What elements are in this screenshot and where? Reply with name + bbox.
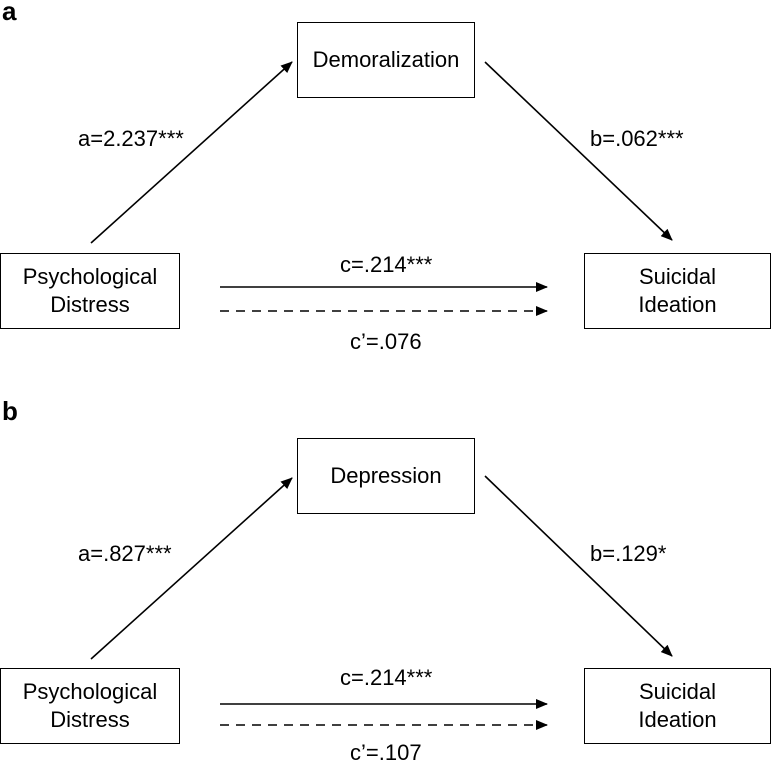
path-b-coefficient: b=.062*** [590,126,684,151]
mediation-diagram-a: a Demoralization Psychological Distress … [0,0,773,380]
panel-label: a [2,0,17,26]
independent-variable-box: Psychological Distress [0,253,180,329]
dependent-variable-box: Suicidal Ideation [584,253,771,329]
path-b-coefficient: b=.129* [590,541,667,566]
dependent-variable-box: Suicidal Ideation [584,668,771,744]
path-arrows [90,475,673,730]
path-c-prime-coefficient: c’=.107 [350,740,422,765]
panel-label: b [2,396,18,426]
path-c-coefficient: c=.214*** [340,252,433,277]
mediator-box: Depression [297,438,475,514]
mediator-box: Demoralization [297,22,475,98]
path-a-arrow [90,61,293,244]
path-arrows [90,61,673,316]
path-c-prime-coefficient: c’=.076 [350,329,422,354]
path-b-arrow [484,61,673,241]
path-a-coefficient: a=2.237*** [78,126,184,151]
path-a-arrow [90,477,293,660]
mediation-diagram-b: b Depression Psychological Distress Suic… [0,396,773,780]
path-a-coefficient: a=.827*** [78,541,172,566]
path-c-coefficient: c=.214*** [340,665,433,690]
independent-variable-box: Psychological Distress [0,668,180,744]
path-b-arrow [484,475,673,657]
